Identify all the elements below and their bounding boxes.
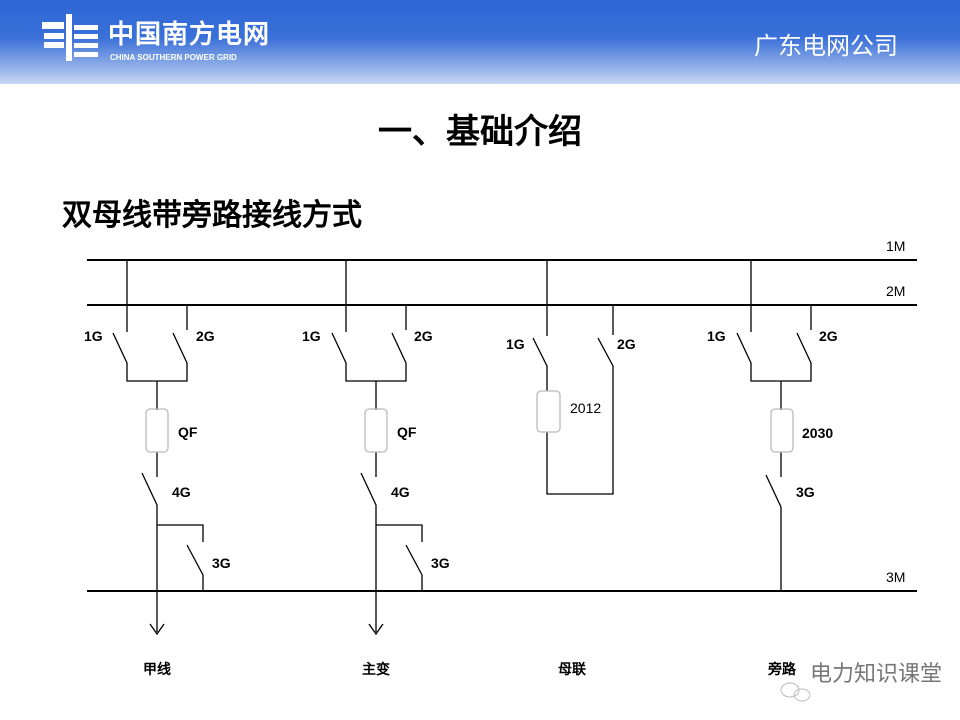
bus-label-1m: 1M (886, 238, 905, 254)
breaker-qf (145, 408, 169, 453)
company-name: 广东电网公司 (754, 32, 898, 60)
wechat-icon (780, 682, 811, 702)
bay-jiaxian (112, 260, 204, 636)
bay-zhubian (331, 260, 423, 636)
breaker-label: 2030 (802, 425, 833, 441)
bay-name: 甲线 (143, 661, 171, 678)
bay-mulian (532, 260, 614, 495)
switch-1g: 1G (302, 328, 321, 344)
slide-subtitle: 双母线带旁路接线方式 (62, 198, 362, 233)
breaker-label: 2012 (570, 400, 601, 416)
switch-1g: 1G (506, 336, 525, 352)
breaker-label: QF (178, 424, 198, 440)
logo-subtext: CHINA SOUTHERN POWER GRID (110, 53, 237, 62)
bay-name: 旁路 (767, 661, 797, 678)
bay-panglu (736, 260, 812, 591)
switch-2g: 2G (819, 328, 838, 344)
bay-name: 主变 (362, 661, 390, 678)
switch-2g: 2G (414, 328, 433, 344)
breaker-2012 (536, 390, 561, 433)
bus-label-2m: 2M (886, 283, 905, 299)
switch-3g: 3G (796, 484, 815, 500)
switch-1g: 1G (84, 328, 103, 344)
switch-2g: 2G (196, 328, 215, 344)
switch-3g: 3G (431, 555, 450, 571)
breaker-2030 (770, 408, 794, 453)
switch-4g: 4G (391, 484, 410, 500)
switch-1g: 1G (707, 328, 726, 344)
logo-text: 中国南方电网 (108, 20, 271, 50)
switch-3g: 3G (212, 555, 231, 571)
watermark: 电力知识课堂 (810, 662, 943, 687)
header-banner: 中国南方电网 CHINA SOUTHERN POWER GRID 广东电网公司 (0, 0, 960, 84)
bus-label-3m: 3M (886, 569, 905, 585)
bay-name: 母联 (558, 662, 587, 678)
breaker-qf (364, 408, 388, 453)
slide-title: 一、基础介绍 (378, 112, 582, 152)
switch-2g: 2G (617, 336, 636, 352)
csg-logo-icon (42, 14, 98, 61)
breaker-label: QF (397, 424, 417, 440)
switch-4g: 4G (172, 484, 191, 500)
